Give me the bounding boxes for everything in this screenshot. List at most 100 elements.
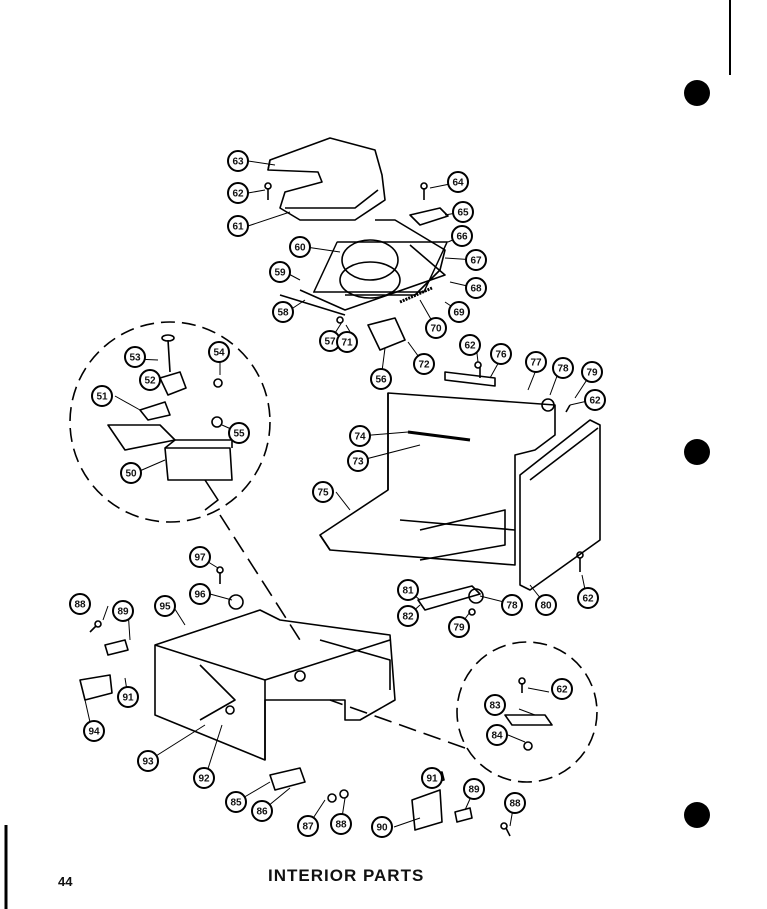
callout-79: 79 <box>448 616 470 638</box>
callout-78: 78 <box>552 357 574 379</box>
callout-label: 62 <box>589 396 601 407</box>
callout-circle <box>581 361 603 383</box>
callout-label: 75 <box>317 488 329 499</box>
callout-label: 66 <box>456 232 468 243</box>
callout-label: 50 <box>125 469 137 480</box>
callout-71: 71 <box>336 331 358 353</box>
plate <box>444 371 496 387</box>
leader-lines <box>84 160 593 828</box>
callout-circle <box>349 425 371 447</box>
callout-68: 68 <box>465 277 487 299</box>
callout-89: 89 <box>463 778 485 800</box>
callout-circle <box>269 261 291 283</box>
callout-circle <box>425 317 447 339</box>
callout-label: 90 <box>376 823 388 834</box>
callout-65: 65 <box>452 201 474 223</box>
callout-circle <box>421 767 443 789</box>
callout-circle <box>83 720 105 742</box>
callout-circle <box>91 385 113 407</box>
callout-label: 71 <box>341 338 353 349</box>
callout-label: 54 <box>213 348 225 359</box>
callout-88: 88 <box>330 813 352 835</box>
callout-54: 54 <box>208 341 230 363</box>
callout-label: 79 <box>453 623 465 634</box>
callout-77: 77 <box>525 351 547 373</box>
callout-label: 64 <box>452 178 464 189</box>
callout-circle <box>370 368 392 390</box>
callout-80: 80 <box>535 594 557 616</box>
callout-label: 67 <box>470 256 482 267</box>
callout-label: 74 <box>354 432 366 443</box>
callout-label: 82 <box>402 612 414 623</box>
callout-label: 89 <box>117 607 129 618</box>
terminal-block <box>269 767 306 791</box>
detail-circle-left <box>69 321 301 641</box>
callout-circle <box>551 678 573 700</box>
callout-circle <box>193 767 215 789</box>
callout-circle <box>463 778 485 800</box>
callout-91: 91 <box>117 686 139 708</box>
callout-62: 62 <box>459 334 481 356</box>
callout-label: 87 <box>302 822 314 833</box>
callout-circle <box>584 389 606 411</box>
callout-81: 81 <box>397 579 419 601</box>
callout-91: 91 <box>421 767 443 789</box>
callout-66: 66 <box>451 225 473 247</box>
page-title: INTERIOR PARTS <box>268 866 425 885</box>
callout-circle <box>124 346 146 368</box>
callout-53: 53 <box>124 346 146 368</box>
callout-70: 70 <box>425 317 447 339</box>
callout-label: 83 <box>489 701 501 712</box>
callout-label: 69 <box>453 308 465 319</box>
callout-circle <box>69 593 91 615</box>
callout-label: 88 <box>335 820 347 831</box>
callout-label: 65 <box>457 208 469 219</box>
callout-label: 88 <box>74 600 86 611</box>
callout-74: 74 <box>349 425 371 447</box>
callout-circle <box>347 450 369 472</box>
callout-circle <box>137 750 159 772</box>
cavity-liner <box>319 392 556 566</box>
callout-62: 62 <box>577 587 599 609</box>
callout-label: 95 <box>159 602 171 613</box>
callout-label: 60 <box>294 243 306 254</box>
callout-56: 56 <box>370 368 392 390</box>
fan-cover <box>267 137 386 221</box>
callout-circle <box>189 546 211 568</box>
callout-label: 94 <box>88 727 100 738</box>
callout-label: 58 <box>277 308 289 319</box>
callout-label: 51 <box>96 392 108 403</box>
detail-circle-right <box>329 641 598 783</box>
callout-label: 62 <box>464 341 476 352</box>
callout-circle <box>452 201 474 223</box>
callout-57: 57 <box>319 330 341 352</box>
callout-61: 61 <box>227 215 249 237</box>
callout-label: 56 <box>375 375 387 386</box>
callout-51: 51 <box>91 385 113 407</box>
callout-label: 88 <box>509 799 521 810</box>
callout-62: 62 <box>227 182 249 204</box>
callout-circle <box>486 724 508 746</box>
callout-label: 63 <box>232 157 244 168</box>
callout-circle <box>552 357 574 379</box>
callout-88: 88 <box>504 792 526 814</box>
callout-circle <box>154 595 176 617</box>
callout-circle <box>117 686 139 708</box>
callout-circle <box>228 422 250 444</box>
callout-90: 90 <box>371 816 393 838</box>
callout-89: 89 <box>112 600 134 622</box>
callout-circle <box>227 150 249 172</box>
callout-circle <box>465 277 487 299</box>
callout-label: 55 <box>233 429 245 440</box>
callout-circle <box>484 694 506 716</box>
callout-label: 97 <box>194 553 206 564</box>
callout-93: 93 <box>137 750 159 772</box>
callout-circle <box>251 800 273 822</box>
switch-bracket-right <box>411 789 443 831</box>
callout-label: 91 <box>122 693 134 704</box>
callout-circle <box>312 481 334 503</box>
callout-87: 87 <box>297 815 319 837</box>
callout-circle <box>448 616 470 638</box>
callout-label: 57 <box>324 337 336 348</box>
